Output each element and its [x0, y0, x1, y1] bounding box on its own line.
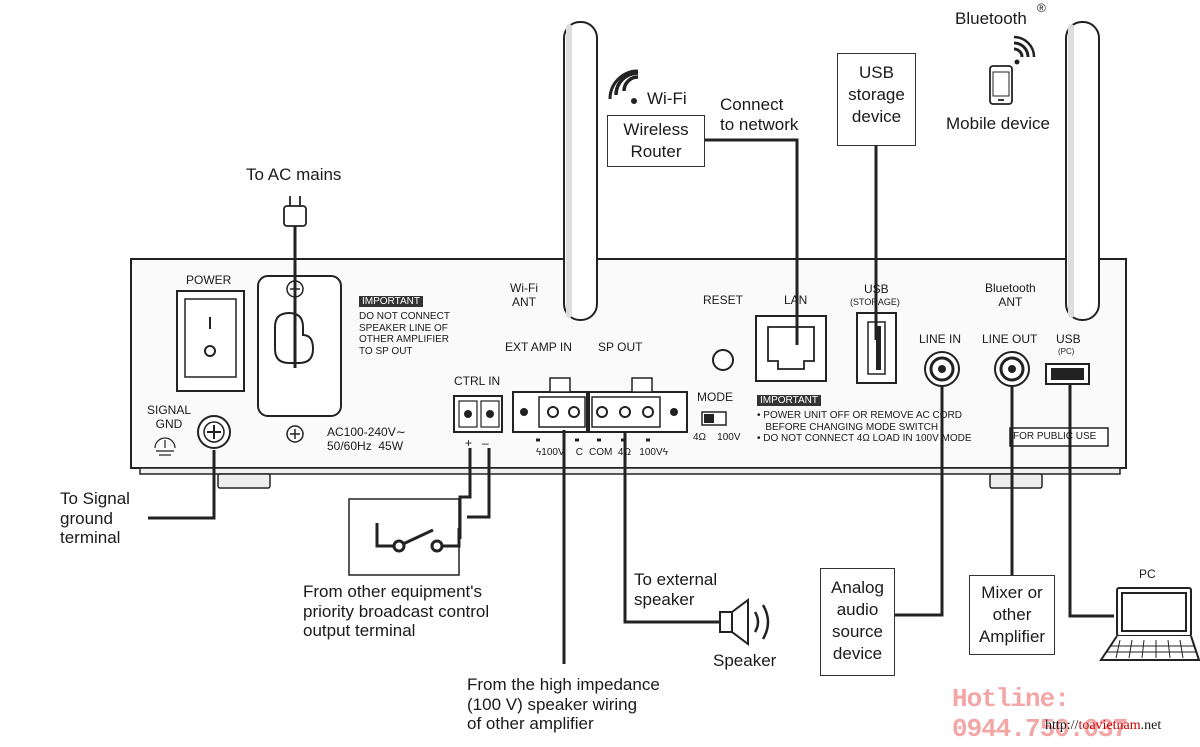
- usb-storage-device-text: USB storage device: [848, 63, 905, 127]
- speaker-icon: [719, 598, 770, 646]
- bluetooth-signal-icon: [1013, 35, 1036, 65]
- mobile-phone-icon: [989, 65, 1013, 105]
- power-switch: [176, 290, 245, 392]
- line-out-label: LINE OUT: [982, 332, 1038, 346]
- hotline-watermark: Hotline: 0944.750.037: [952, 684, 1128, 744]
- usb-storage-device-box: USB storage device: [837, 53, 916, 146]
- switch-contact-icon: [375, 523, 461, 553]
- public-use-frame: [1009, 427, 1109, 447]
- plug-icon: [283, 196, 307, 227]
- power-label: POWER: [186, 273, 232, 287]
- usb-pc-port: [1045, 363, 1090, 385]
- to-external-speaker-label: To external speaker: [634, 570, 718, 609]
- mobile-device-label: Mobile device: [946, 114, 1050, 133]
- sp-terminal-labels: COM 4Ω 100Vϟ: [589, 447, 668, 458]
- foot-left: [217, 473, 271, 489]
- reset-label: RESET: [703, 293, 744, 307]
- url-domain: toavietnam: [1078, 718, 1141, 733]
- usb-storage-label: USB: [864, 282, 889, 296]
- bluetooth-ant-label: Bluetooth ANT: [985, 281, 1036, 309]
- mixer-amp-text: Mixer or other Amplifier: [978, 583, 1046, 647]
- antenna-icon: [563, 21, 598, 321]
- lan-port: [755, 315, 827, 382]
- lan-label: LAN: [784, 293, 808, 307]
- ground-symbol-icon: [154, 437, 176, 456]
- bluetooth-label: Bluetooth: [955, 9, 1027, 28]
- ctrl-in-terminal: [453, 395, 503, 433]
- foot-right: [989, 473, 1043, 489]
- speaker-label: Speaker: [713, 651, 777, 670]
- line-in-label: LINE IN: [919, 332, 962, 346]
- ctrl-in-label: CTRL IN: [454, 374, 501, 388]
- mode-label: MODE: [697, 390, 733, 404]
- url-suffix: .net: [1140, 718, 1162, 733]
- sp-out-terminal: [588, 377, 688, 433]
- antenna-icon: [1065, 21, 1100, 321]
- reset-button: [712, 349, 734, 371]
- ext-terminal-labels: ϟ100V C: [536, 447, 583, 458]
- from-high-impedance-label: From the high impedance (100 V) speaker …: [467, 675, 660, 734]
- website-watermark: http://toavietnam.net: [1045, 718, 1161, 734]
- ctrl-polarity-label: + –: [465, 436, 489, 450]
- ext-amp-in-terminal: [512, 377, 588, 433]
- important-2-text: • POWER UNIT OFF OR REMOVE AC CORD BEFOR…: [757, 410, 972, 444]
- sp-out-label: SP OUT: [598, 340, 643, 354]
- ac-rating-label: AC100-240V∼ 50/60Hz 45W: [327, 425, 406, 453]
- bluetooth-registered-mark: ®: [1037, 1, 1046, 15]
- wireless-router-text: Wireless Router: [623, 120, 689, 162]
- signal-gnd-terminal: [197, 415, 231, 449]
- line-out-jack: [994, 351, 1030, 387]
- switch-contact-box: [348, 498, 460, 576]
- important-badge-1: IMPORTANT: [359, 296, 423, 307]
- wifi-icon: [608, 69, 639, 104]
- important-1-text: DO NOT CONNECT SPEAKER LINE OF OTHER AMP…: [359, 311, 450, 357]
- mode-values-label: 4Ω 100V: [693, 432, 741, 443]
- pc-label: PC: [1139, 567, 1156, 581]
- for-public-use-label: FOR PUBLIC USE: [1013, 431, 1097, 442]
- signal-gnd-label: SIGNAL GND: [147, 403, 192, 431]
- mode-switch: [701, 411, 727, 426]
- connect-network-label: Connect to network: [720, 95, 799, 134]
- url-prefix: http://: [1045, 718, 1079, 733]
- from-other-equipment-label: From other equipment's priority broadcas…: [303, 582, 490, 641]
- important-badge-2: IMPORTANT: [757, 395, 821, 406]
- wifi-label: Wi-Fi: [647, 89, 687, 108]
- line-in-jack: [924, 351, 960, 387]
- mixer-amp-box: Mixer or other Amplifier: [969, 575, 1055, 655]
- usb-storage-sub-label: (STORAGE): [850, 297, 900, 307]
- analog-audio-text: Analog audio source device: [831, 578, 884, 664]
- amplifier-bottom: [139, 467, 1121, 475]
- wifi-ant-label: Wi-Fi ANT: [510, 281, 538, 309]
- to-signal-ground-label: To Signal ground terminal: [60, 489, 130, 548]
- usb-pc-label: USB: [1056, 332, 1081, 346]
- ext-amp-in-label: EXT AMP IN: [505, 340, 572, 354]
- to-ac-mains-label: To AC mains: [246, 165, 342, 184]
- usb-pc-sub-label: (PC): [1058, 347, 1075, 356]
- analog-audio-box: Analog audio source device: [820, 568, 895, 676]
- laptop-icon: [1099, 587, 1200, 661]
- wireless-router-box: Wireless Router: [607, 115, 705, 167]
